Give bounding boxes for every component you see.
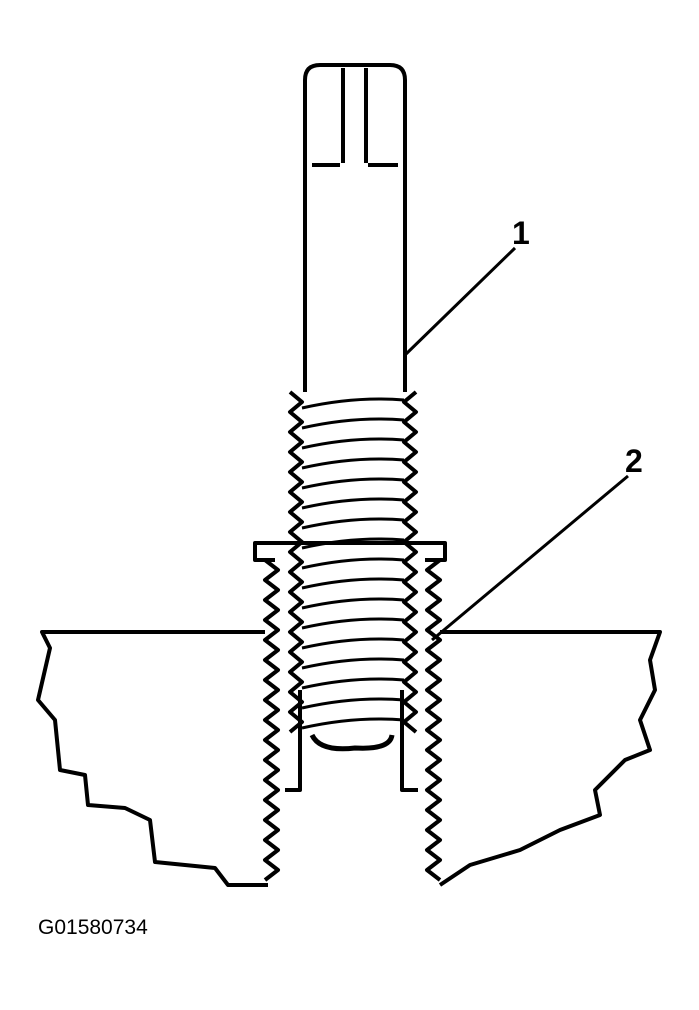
callout-2: 2 (625, 443, 643, 479)
bolt-thread-crest (301, 457, 405, 470)
callout-1: 1 (512, 215, 530, 251)
bolt-thread-crest (301, 497, 405, 510)
figure-id: G01580734 (38, 916, 148, 939)
bolt-thread-crest (301, 437, 405, 450)
insert-inner-right (400, 690, 418, 792)
bolt-thread-crest (301, 557, 405, 570)
bolt-thread-crest (301, 397, 405, 410)
bolt-thread-crest (301, 677, 405, 690)
workpiece-left (36, 630, 268, 887)
bolt-thread-crest (301, 537, 405, 550)
bolt-thread-crest (301, 617, 405, 630)
bolt-thread-crests (301, 397, 405, 730)
bolt-thread-crest (301, 517, 405, 530)
bolt-thread-crest (301, 417, 405, 430)
bolt-thread-crest (301, 597, 405, 610)
bolt-shaft (303, 63, 407, 392)
bolt-thread-crest (301, 477, 405, 490)
insert-outer-thread-right (425, 558, 442, 882)
bolt-thread-right (402, 390, 418, 734)
bolt-thread-crest (301, 657, 405, 670)
bolt-thread-crest (301, 637, 405, 650)
bolt-end (309, 733, 395, 752)
workpiece-right (438, 630, 662, 887)
bolt-thread-crest (301, 717, 405, 730)
bolt-thread-left (288, 390, 304, 734)
bolt-thread-crest (301, 577, 405, 590)
bolt-slot (312, 68, 398, 167)
leader-2 (431, 474, 629, 642)
insert-outer-thread-left (263, 558, 280, 882)
insert-flange (253, 541, 447, 562)
leader-1 (403, 246, 517, 357)
bolt-thread-crest (301, 697, 405, 710)
